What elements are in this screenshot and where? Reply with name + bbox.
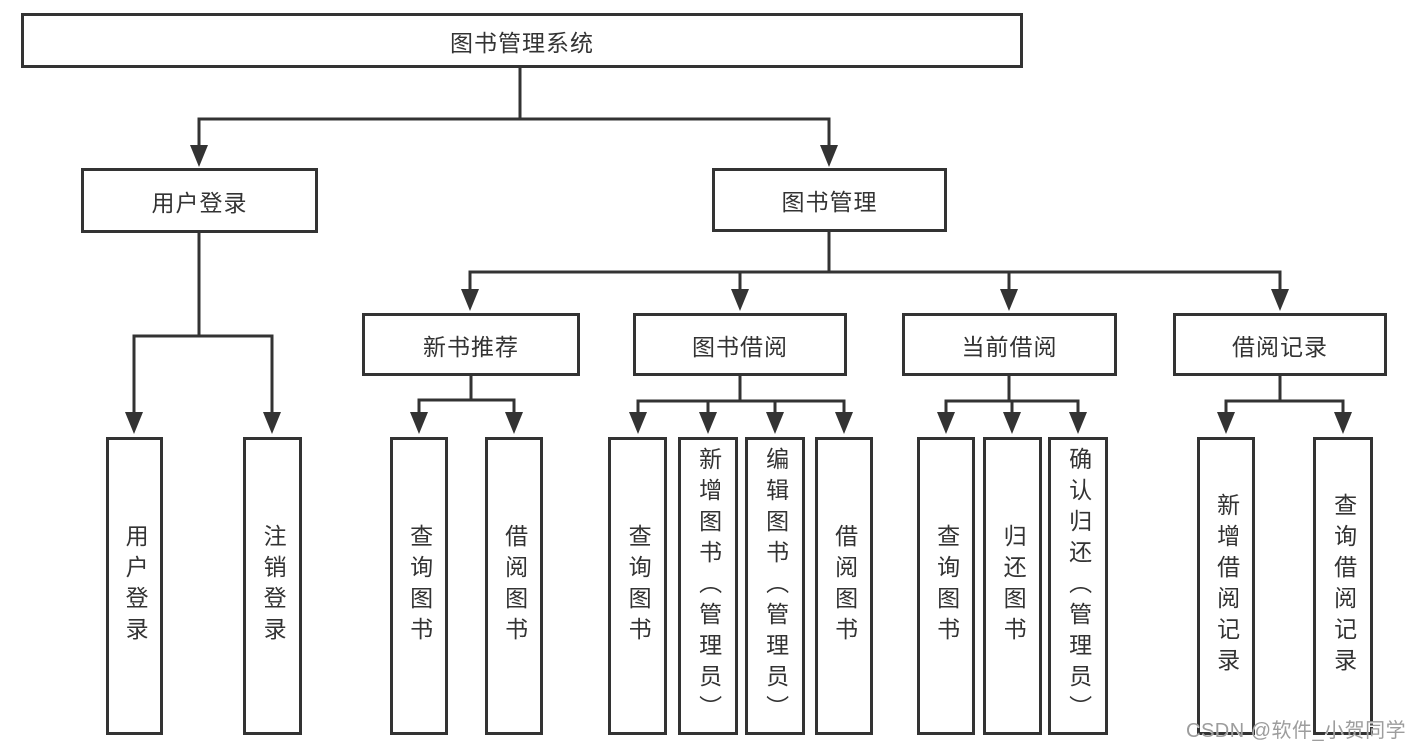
leaf-logout-login: 注销登录 xyxy=(243,437,302,735)
vertical-label: 查询图书 xyxy=(933,524,960,648)
vertical-label: 查询图书 xyxy=(625,524,652,648)
vertical-label: 查询图书 xyxy=(406,524,433,648)
node-borrow-records: 借阅记录 xyxy=(1173,313,1387,376)
leaf-user-login: 用户登录 xyxy=(106,437,163,735)
vertical-label: 归还图书 xyxy=(1000,524,1027,648)
vertical-label: 用户登录 xyxy=(122,524,149,648)
leaf-confirm-return-admin: 确认归还（管理员） xyxy=(1048,437,1108,735)
vertical-label: 新增借阅记录 xyxy=(1213,493,1240,679)
leaf-edit-books-admin: 编辑图书（管理员） xyxy=(745,437,805,735)
vertical-label: 借阅图书 xyxy=(501,524,528,648)
vertical-label: 查询借阅记录 xyxy=(1330,493,1357,679)
node-new-book-recommend: 新书推荐 xyxy=(362,313,580,376)
leaf-query-books-borrow: 查询图书 xyxy=(608,437,667,735)
leaf-query-borrow-record: 查询借阅记录 xyxy=(1313,437,1373,735)
connector-path xyxy=(132,66,1345,414)
arrowheads xyxy=(125,145,1352,434)
leaf-query-books-current: 查询图书 xyxy=(917,437,975,735)
leaf-add-books-admin: 新增图书（管理员） xyxy=(678,437,738,735)
vertical-label: 确认归还（管理员） xyxy=(1065,446,1092,726)
leaf-add-borrow-record: 新增借阅记录 xyxy=(1197,437,1255,735)
node-library-system: 图书管理系统 xyxy=(21,13,1023,68)
node-user-login: 用户登录 xyxy=(81,168,318,233)
leaf-borrow-books-recommend: 借阅图书 xyxy=(485,437,543,735)
vertical-label: 借阅图书 xyxy=(831,524,858,648)
node-book-management: 图书管理 xyxy=(712,168,947,232)
leaf-borrow-books: 借阅图书 xyxy=(815,437,873,735)
vertical-label: 注销登录 xyxy=(260,524,287,648)
leaf-query-books-recommend: 查询图书 xyxy=(390,437,448,735)
node-current-borrow: 当前借阅 xyxy=(902,313,1117,376)
leaf-return-books: 归还图书 xyxy=(983,437,1042,735)
vertical-label: 新增图书（管理员） xyxy=(695,446,722,726)
node-book-borrow: 图书借阅 xyxy=(633,313,847,376)
vertical-label: 编辑图书（管理员） xyxy=(762,446,789,726)
csdn-watermark: CSDN @软件_小贺同学 xyxy=(1186,720,1405,742)
